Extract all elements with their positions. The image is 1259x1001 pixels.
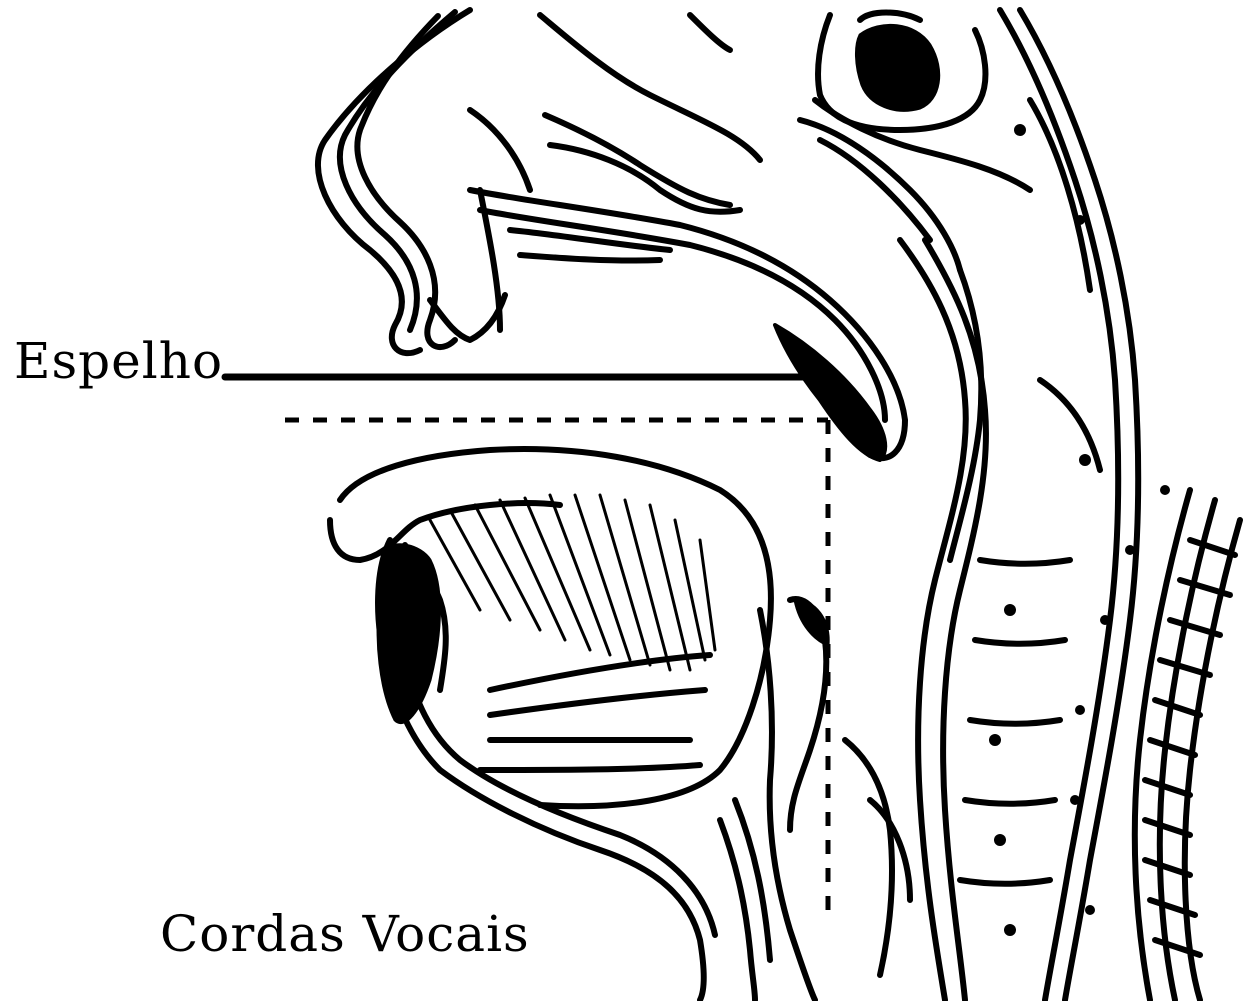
- nasal-turbinates: [470, 15, 760, 212]
- larynx: [720, 599, 910, 1000]
- nose-outline: [318, 10, 505, 353]
- mirror-label: Espelho: [14, 332, 223, 390]
- sphenoid-sinus: [856, 25, 938, 110]
- vocal-cords-label: Cordas Vocais: [160, 905, 530, 963]
- neck-back: [1135, 490, 1240, 1000]
- mandible: [378, 545, 439, 723]
- epiglottis: [795, 600, 828, 645]
- cervical-spine: [960, 10, 1138, 1000]
